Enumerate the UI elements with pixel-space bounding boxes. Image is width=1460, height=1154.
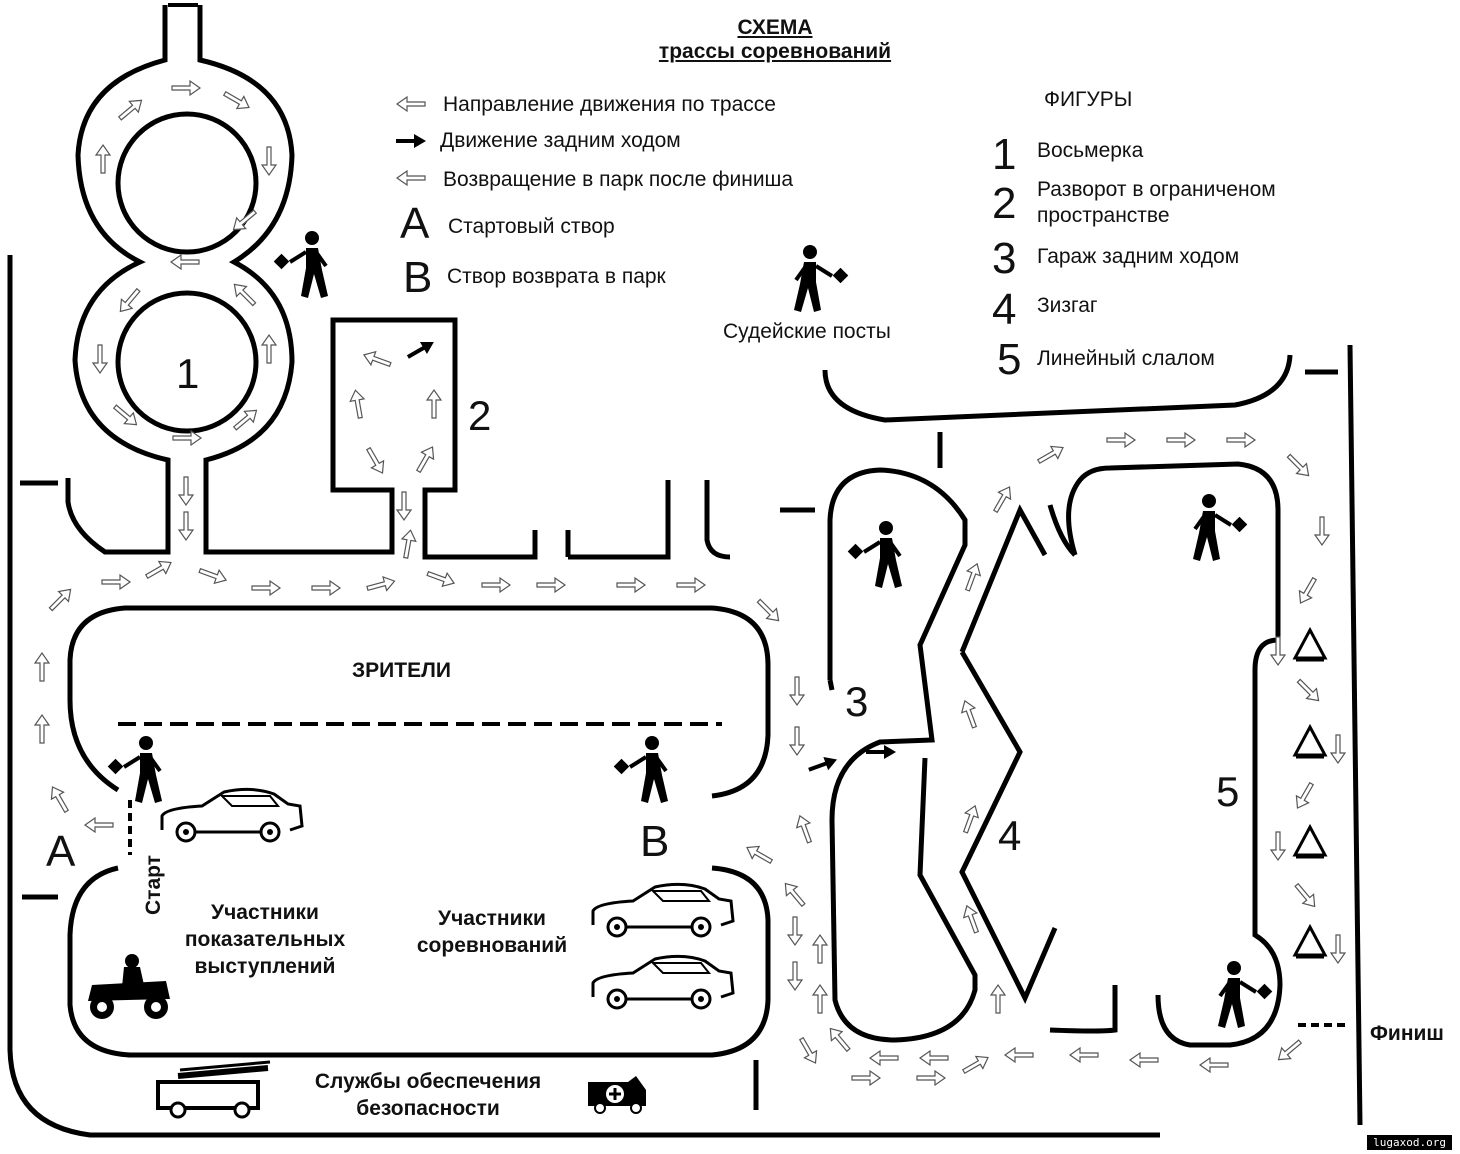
legend-judges: Судейские посты (723, 320, 891, 343)
figure-5-label: Линейный слалом (1037, 347, 1215, 370)
figures-heading: ФИГУРЫ (1044, 88, 1133, 111)
exhibition-label: Участники показательных выступлений (184, 901, 346, 978)
legend-return: Возвращение в парк после финиша (443, 168, 794, 191)
start-label: Старт (142, 855, 165, 915)
finish-label: Финиш (1370, 1022, 1444, 1045)
watermark: lugaxod.org (1367, 1135, 1452, 1150)
gate-b-label: B (640, 817, 670, 866)
map-figure-1: 1 (176, 350, 200, 397)
legend-b-label: Створ возврата в парк (447, 265, 666, 288)
legend-a-label: Стартовый створ (448, 215, 615, 238)
figure-1-label: Восьмерка (1037, 139, 1144, 162)
spectators-label: ЗРИТЕЛИ (352, 659, 451, 682)
figure-eight (7, 3, 1160, 1138)
figure-3-number: 3 (992, 234, 1017, 283)
title-line-1: СХЕМА (737, 16, 813, 39)
legend-a-letter: A (400, 199, 430, 248)
map-figure-5: 5 (1216, 768, 1240, 815)
quad-bike-icon (88, 954, 170, 1019)
map-figure-3: 3 (845, 678, 869, 725)
ambulance-icon (588, 1076, 646, 1114)
legend-direction: Направление движения по трассе (443, 93, 776, 116)
legend-reverse: Движение задним ходом (440, 129, 681, 152)
spectator-zone (67, 605, 771, 799)
participant-zone (22, 800, 771, 1110)
legend-arrows (394, 96, 428, 186)
title-line-2: трассы соревнований (658, 40, 892, 63)
competitors-label: Участники соревнований (416, 907, 568, 957)
figure-5-number: 5 (997, 335, 1022, 384)
figure-2-number: 2 (992, 179, 1017, 228)
slalom-cones (1293, 628, 1327, 959)
figure-4-number: 4 (992, 285, 1017, 334)
legend-b-letter: B (403, 253, 433, 302)
fire-truck-icon (156, 1060, 271, 1119)
diagram-title: СХЕМА трассы соревнований (636, 16, 914, 64)
right-track (822, 344, 1363, 1126)
figure-2-label: Разворот в ограниченом пространстве (1037, 178, 1276, 227)
figure-1-number: 1 (992, 130, 1017, 179)
map-figure-2: 2 (468, 392, 492, 439)
map-figure-4: 4 (998, 812, 1022, 859)
safety-label: Службы обеспечения безопасности (314, 1070, 542, 1120)
figure-4-label: Зизгаг (1037, 294, 1098, 317)
figure-3-label: Гараж задним ходом (1037, 245, 1240, 268)
gate-a-label: A (46, 827, 76, 876)
